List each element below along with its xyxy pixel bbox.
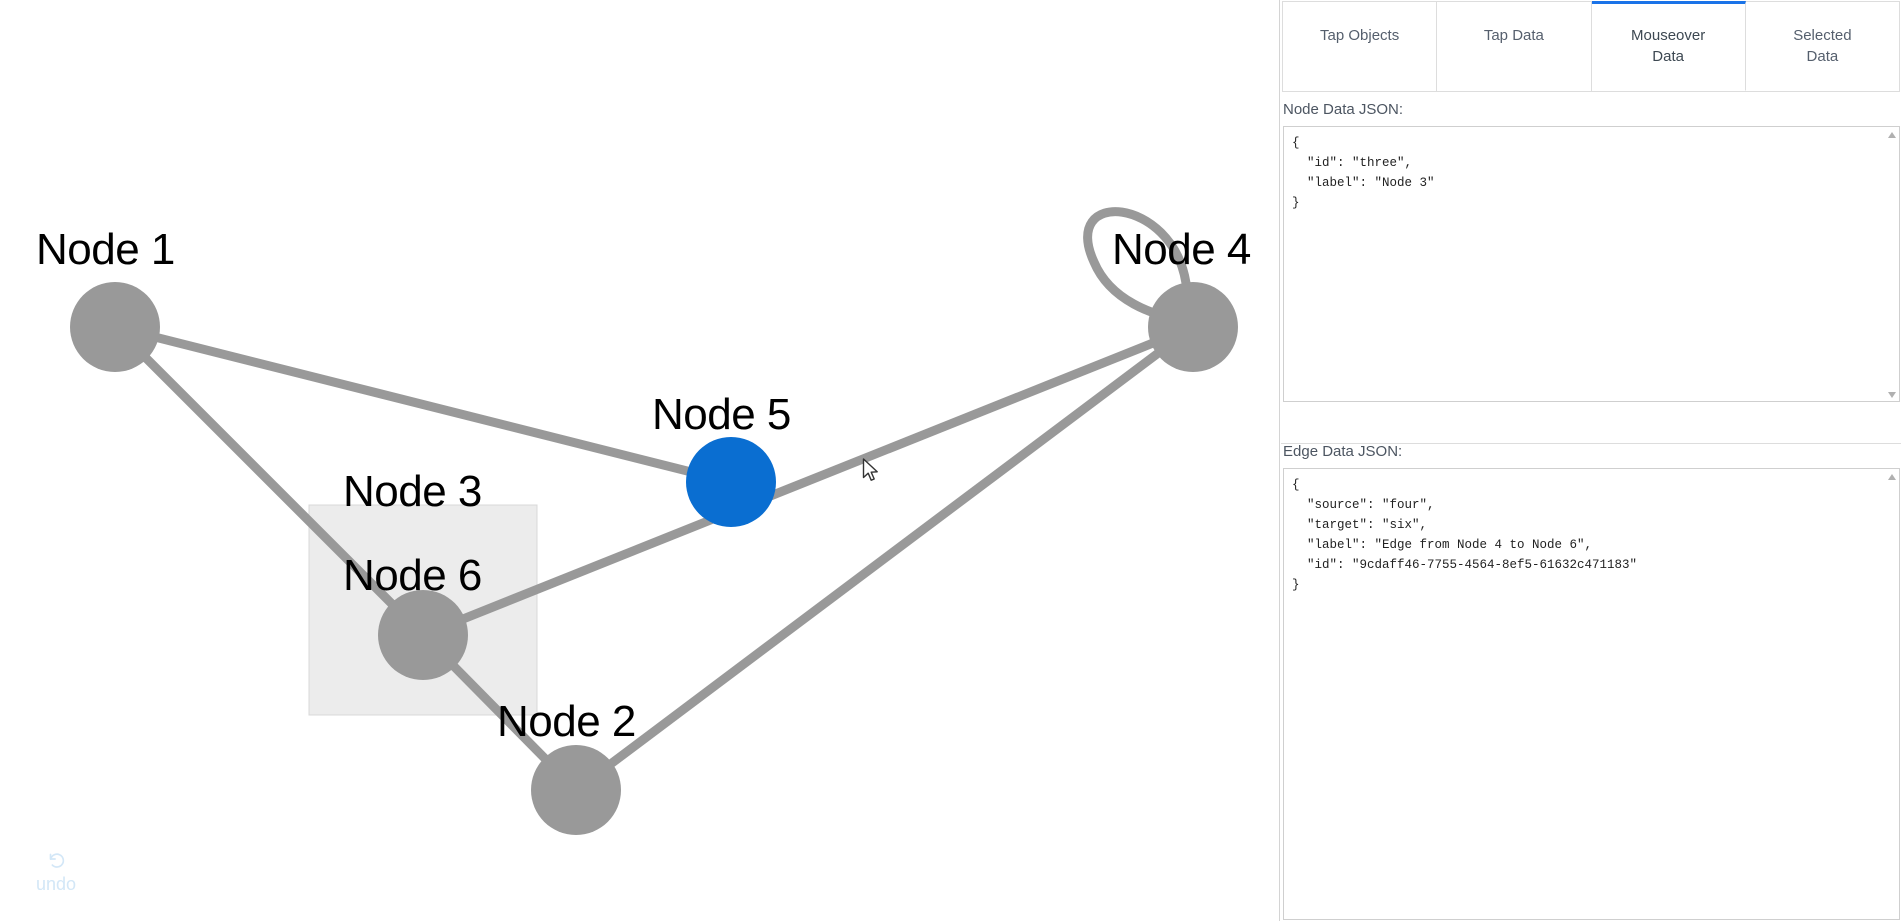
node-label-five: Node 5 (652, 390, 791, 439)
tab-selected-data-label: Selected Data (1793, 27, 1852, 66)
undo-arrow-icon (49, 853, 65, 868)
tab-selected-data[interactable]: Selected Data (1745, 1, 1900, 91)
tab-mouseover-data-label: Mouseover Data (1631, 27, 1706, 66)
undo-button[interactable]: undo (18, 848, 94, 895)
edge-two-four[interactable] (573, 323, 1196, 794)
edge-one-six[interactable] (111, 323, 427, 639)
edge-data-json-label: Edge Data JSON: (1283, 443, 1403, 460)
tab-mouseover-data[interactable]: Mouseover Data (1591, 1, 1746, 91)
inspector-divider (1281, 443, 1901, 444)
graph-canvas[interactable]: Node 1 Node 3 Node 5 Node 6 Node 2 Node … (0, 0, 1280, 921)
node-label-four: Node 4 (1112, 225, 1251, 274)
node-four[interactable] (1148, 282, 1238, 372)
node-five[interactable] (686, 437, 776, 527)
inspector-tab-bar: Tap Objects Tap Data Mouseover Data Sele… (1282, 1, 1900, 92)
node-label-two: Node 2 (497, 697, 636, 746)
node-data-json-textarea[interactable]: { "id": "three", "label": "Node 3" } (1283, 126, 1900, 402)
node-two[interactable] (531, 745, 621, 835)
graph-nodes (70, 282, 1238, 835)
node-label-one: Node 1 (36, 225, 175, 274)
inspector-panel: Tap Objects Tap Data Mouseover Data Sele… (1281, 0, 1901, 921)
undo-label: undo (35, 874, 77, 894)
tab-tap-objects-label: Tap Objects (1320, 27, 1400, 44)
edge-six-four[interactable] (421, 322, 1195, 640)
node-label-six: Node 6 (343, 551, 482, 600)
edge-one-five[interactable] (113, 322, 733, 487)
edge-data-json-textarea[interactable]: { "source": "four", "target": "six", "la… (1283, 468, 1900, 920)
node-six[interactable] (378, 590, 468, 680)
graph-edges (111, 207, 1196, 794)
graph-svg[interactable] (0, 0, 1280, 921)
tab-tap-data[interactable]: Tap Data (1437, 1, 1592, 91)
tab-tap-objects[interactable]: Tap Objects (1282, 1, 1438, 91)
node-one[interactable] (70, 282, 160, 372)
tab-tap-data-label: Tap Data (1483, 27, 1544, 44)
node-label-three: Node 3 (343, 467, 482, 516)
node-data-json-label: Node Data JSON: (1283, 101, 1404, 118)
edge-four-self-loop[interactable] (1083, 207, 1195, 327)
